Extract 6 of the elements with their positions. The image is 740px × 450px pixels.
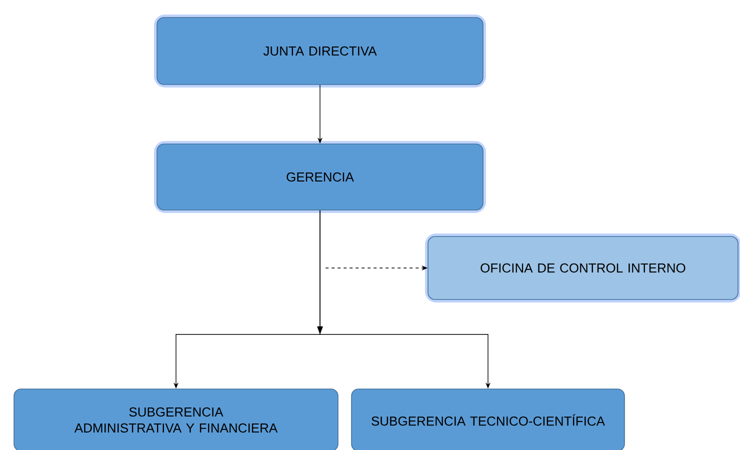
org-box: GERENCIA: [154, 141, 486, 213]
org-box: JUNTA DIRECTIVA: [154, 14, 486, 88]
org-box: SUBGERENCIA ADMINISTRATIVA Y FINANCIERA: [14, 388, 338, 450]
org-box: OFICINA DE CONTROL INTERNO: [425, 234, 740, 302]
org-box: SUBGERENCIA TECNICO-CIENTÍFICA: [351, 388, 625, 450]
arrowhead: [317, 326, 323, 334]
